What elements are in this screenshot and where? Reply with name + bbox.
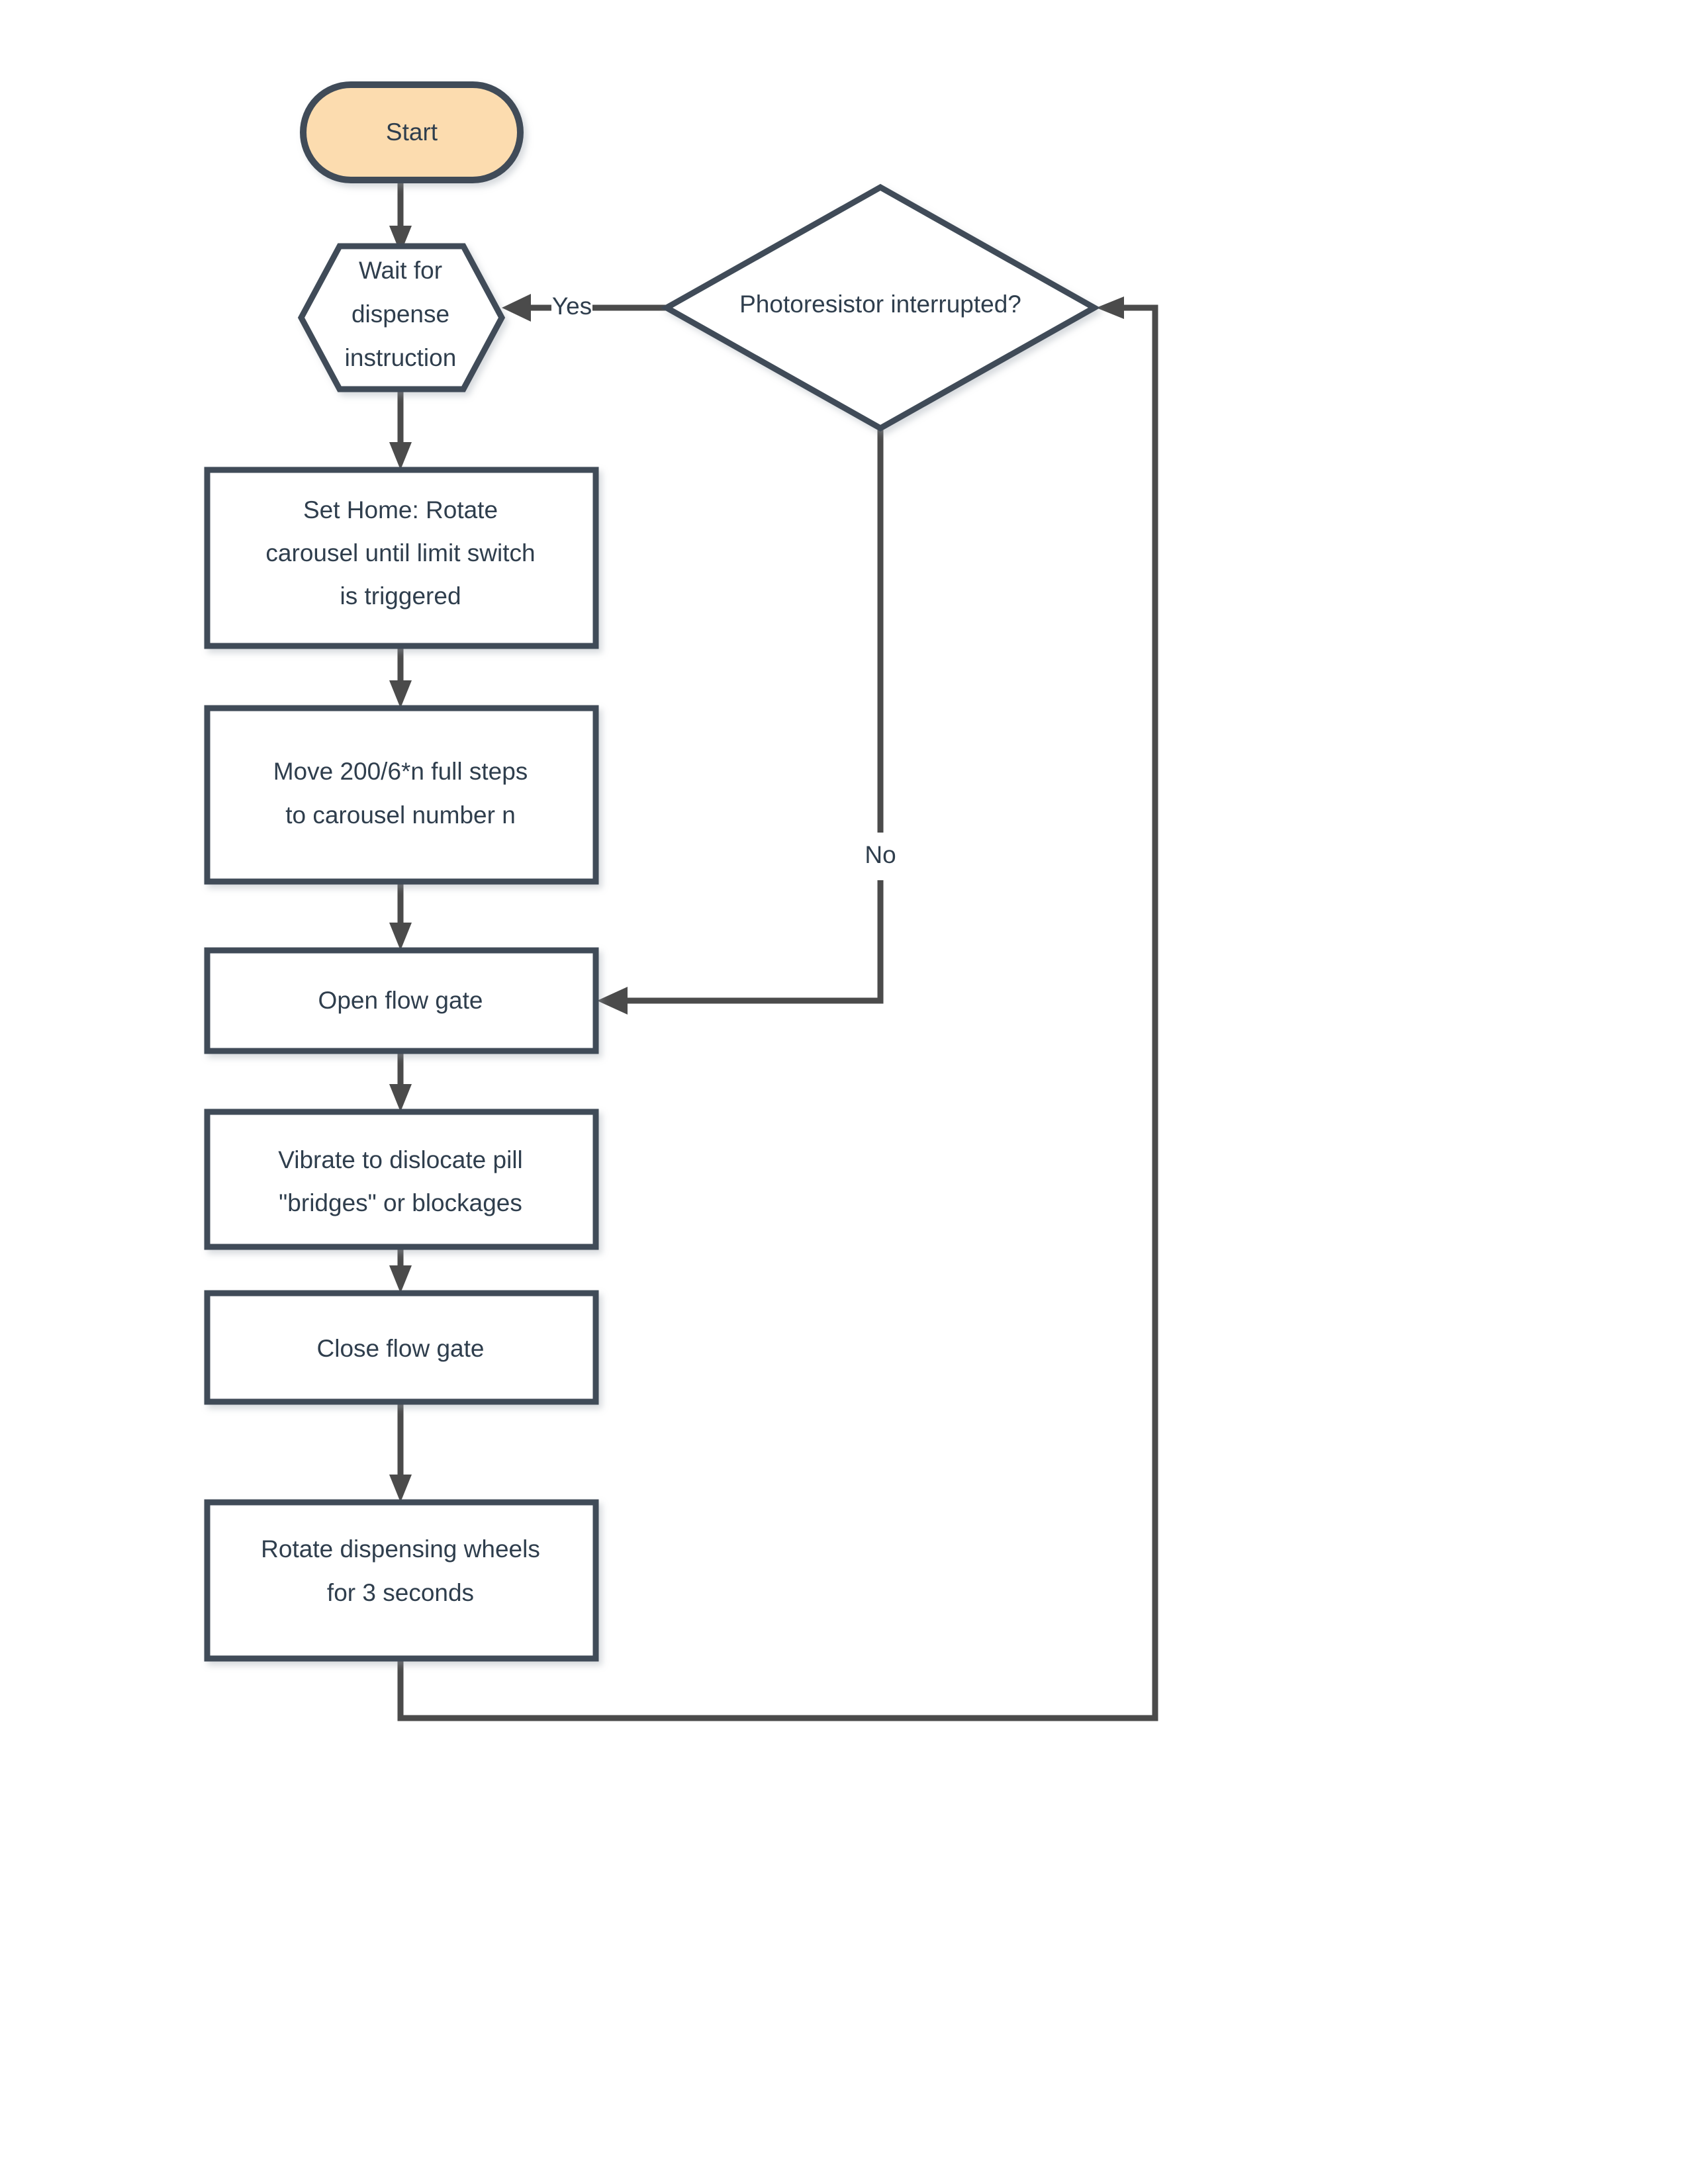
node-start[interactable]: Start xyxy=(300,81,524,183)
node-set-home[interactable]: Set Home: Rotate carousel until limit sw… xyxy=(204,467,599,649)
node-wait-for-dispense-instruction[interactable]: Wait for dispense instruction xyxy=(297,243,506,392)
node-set-home-line-3: is triggered xyxy=(340,582,461,610)
node-close-flow-gate-label: Close flow gate xyxy=(317,1335,485,1362)
node-photoresistor-interrupted[interactable]: Photoresistor interrupted? xyxy=(660,183,1101,432)
node-rotate-wheels-line-2: for 3 seconds xyxy=(327,1579,474,1606)
edge-label-yes-group: Yes xyxy=(551,289,592,326)
edge-vibrate-to-close-gate xyxy=(389,1247,412,1293)
node-move-steps-line-1: Move 200/6*n full steps xyxy=(273,758,528,785)
edge-label-no-backing xyxy=(853,835,908,876)
node-open-flow-gate-label: Open flow gate xyxy=(318,987,483,1014)
node-rotate-wheels-line-1: Rotate dispensing wheels xyxy=(261,1535,540,1563)
edge-wait-to-set-home xyxy=(389,390,412,470)
edge-start-to-wait xyxy=(389,180,412,253)
edge-move-steps-to-open-gate xyxy=(389,882,412,950)
node-open-flow-gate[interactable]: Open flow gate xyxy=(204,947,599,1054)
node-photoresistor-label: Photoresistor interrupted? xyxy=(739,291,1021,318)
node-rotate-dispensing-wheels[interactable]: Rotate dispensing wheels for 3 seconds xyxy=(204,1499,599,1662)
node-vibrate-line-1: Vibrate to dislocate pill xyxy=(278,1146,523,1173)
edge-photoresistor-no-to-open-gate xyxy=(597,424,884,1015)
node-close-flow-gate[interactable]: Close flow gate xyxy=(204,1290,599,1405)
edge-open-gate-to-vibrate xyxy=(389,1051,412,1112)
node-set-home-line-2: carousel until limit switch xyxy=(265,539,535,567)
node-wait-line-2: dispense xyxy=(352,300,449,328)
node-move-steps-line-2: to carousel number n xyxy=(285,801,516,829)
edge-label-yes: Yes xyxy=(552,293,592,320)
edge-label-yes-backing xyxy=(551,289,592,326)
edge-photoresistor-yes-to-wait xyxy=(502,294,669,322)
edge-set-home-to-move-steps xyxy=(389,646,412,708)
node-vibrate-line-2: "bridges" or blockages xyxy=(279,1189,522,1216)
node-move-steps[interactable]: Move 200/6*n full steps to carousel numb… xyxy=(204,705,599,885)
node-wait-line-1: Wait for xyxy=(359,257,442,284)
edge-label-no: No xyxy=(865,841,896,868)
node-set-home-line-1: Set Home: Rotate xyxy=(303,496,498,523)
edge-rotate-wheels-to-photoresistor xyxy=(397,296,1158,1721)
edge-close-gate-to-rotate-wheels xyxy=(389,1402,412,1502)
node-vibrate[interactable]: Vibrate to dislocate pill "bridges" or b… xyxy=(204,1109,599,1250)
node-start-label: Start xyxy=(386,118,438,146)
node-wait-line-3: instruction xyxy=(345,344,457,371)
edge-label-no-group: No xyxy=(853,835,908,876)
